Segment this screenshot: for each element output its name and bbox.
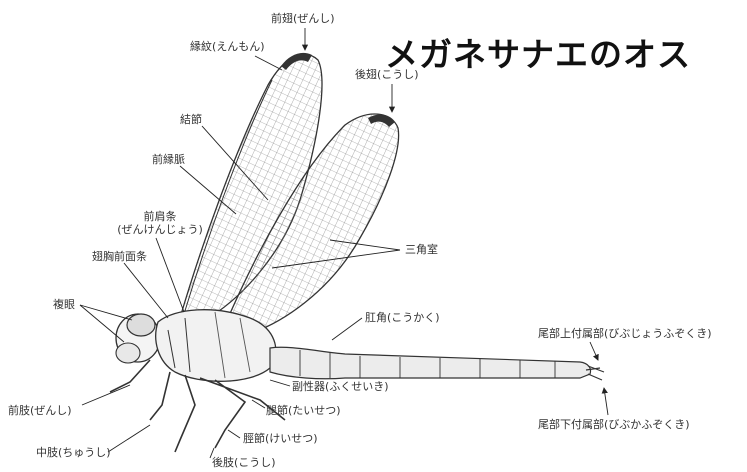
label-antehumeral: 前肩条 (ぜんけんじょう)	[100, 210, 220, 236]
label-nodus: 結節	[180, 113, 202, 126]
label-superior-appendage: 尾部上付属部(びぶじょうふぞくき)	[538, 327, 712, 340]
label-mesepisternal: 翅胸前面条	[92, 250, 147, 263]
label-midleg: 中肢(ちゅうし)	[36, 446, 111, 459]
label-compound-eye: 複眼	[53, 298, 75, 311]
label-foreleg: 前肢(ぜんし)	[8, 404, 72, 417]
compound-eye	[127, 314, 155, 336]
label-forewing: 前翅(ぜんし)	[271, 12, 335, 25]
label-triangle: 三角室	[405, 243, 438, 256]
label-costa: 前縁脈	[152, 153, 185, 166]
diagram-title: メガネサナエのオス	[385, 28, 691, 76]
compound-eye-lower	[116, 343, 140, 363]
label-hindleg: 後肢(こうし)	[212, 456, 276, 469]
abdomen	[270, 347, 591, 378]
label-tibia: 脛節(けいせつ)	[243, 432, 318, 445]
label-genitalia: 副性器(ふくせいき)	[292, 380, 389, 393]
label-anal-angle: 肛角(こうかく)	[365, 311, 440, 324]
label-pterostigma: 縁紋(えんもん)	[190, 40, 265, 53]
label-inferior-appendage: 尾部下付属部(びぶかふぞくき)	[538, 418, 690, 431]
label-antehumeral-line1: 前肩条	[100, 210, 220, 223]
label-antehumeral-line2: (ぜんけんじょう)	[100, 223, 220, 236]
label-femur: 腿節(たいせつ)	[266, 404, 341, 417]
label-hindwing: 後翅(こうし)	[355, 68, 419, 81]
